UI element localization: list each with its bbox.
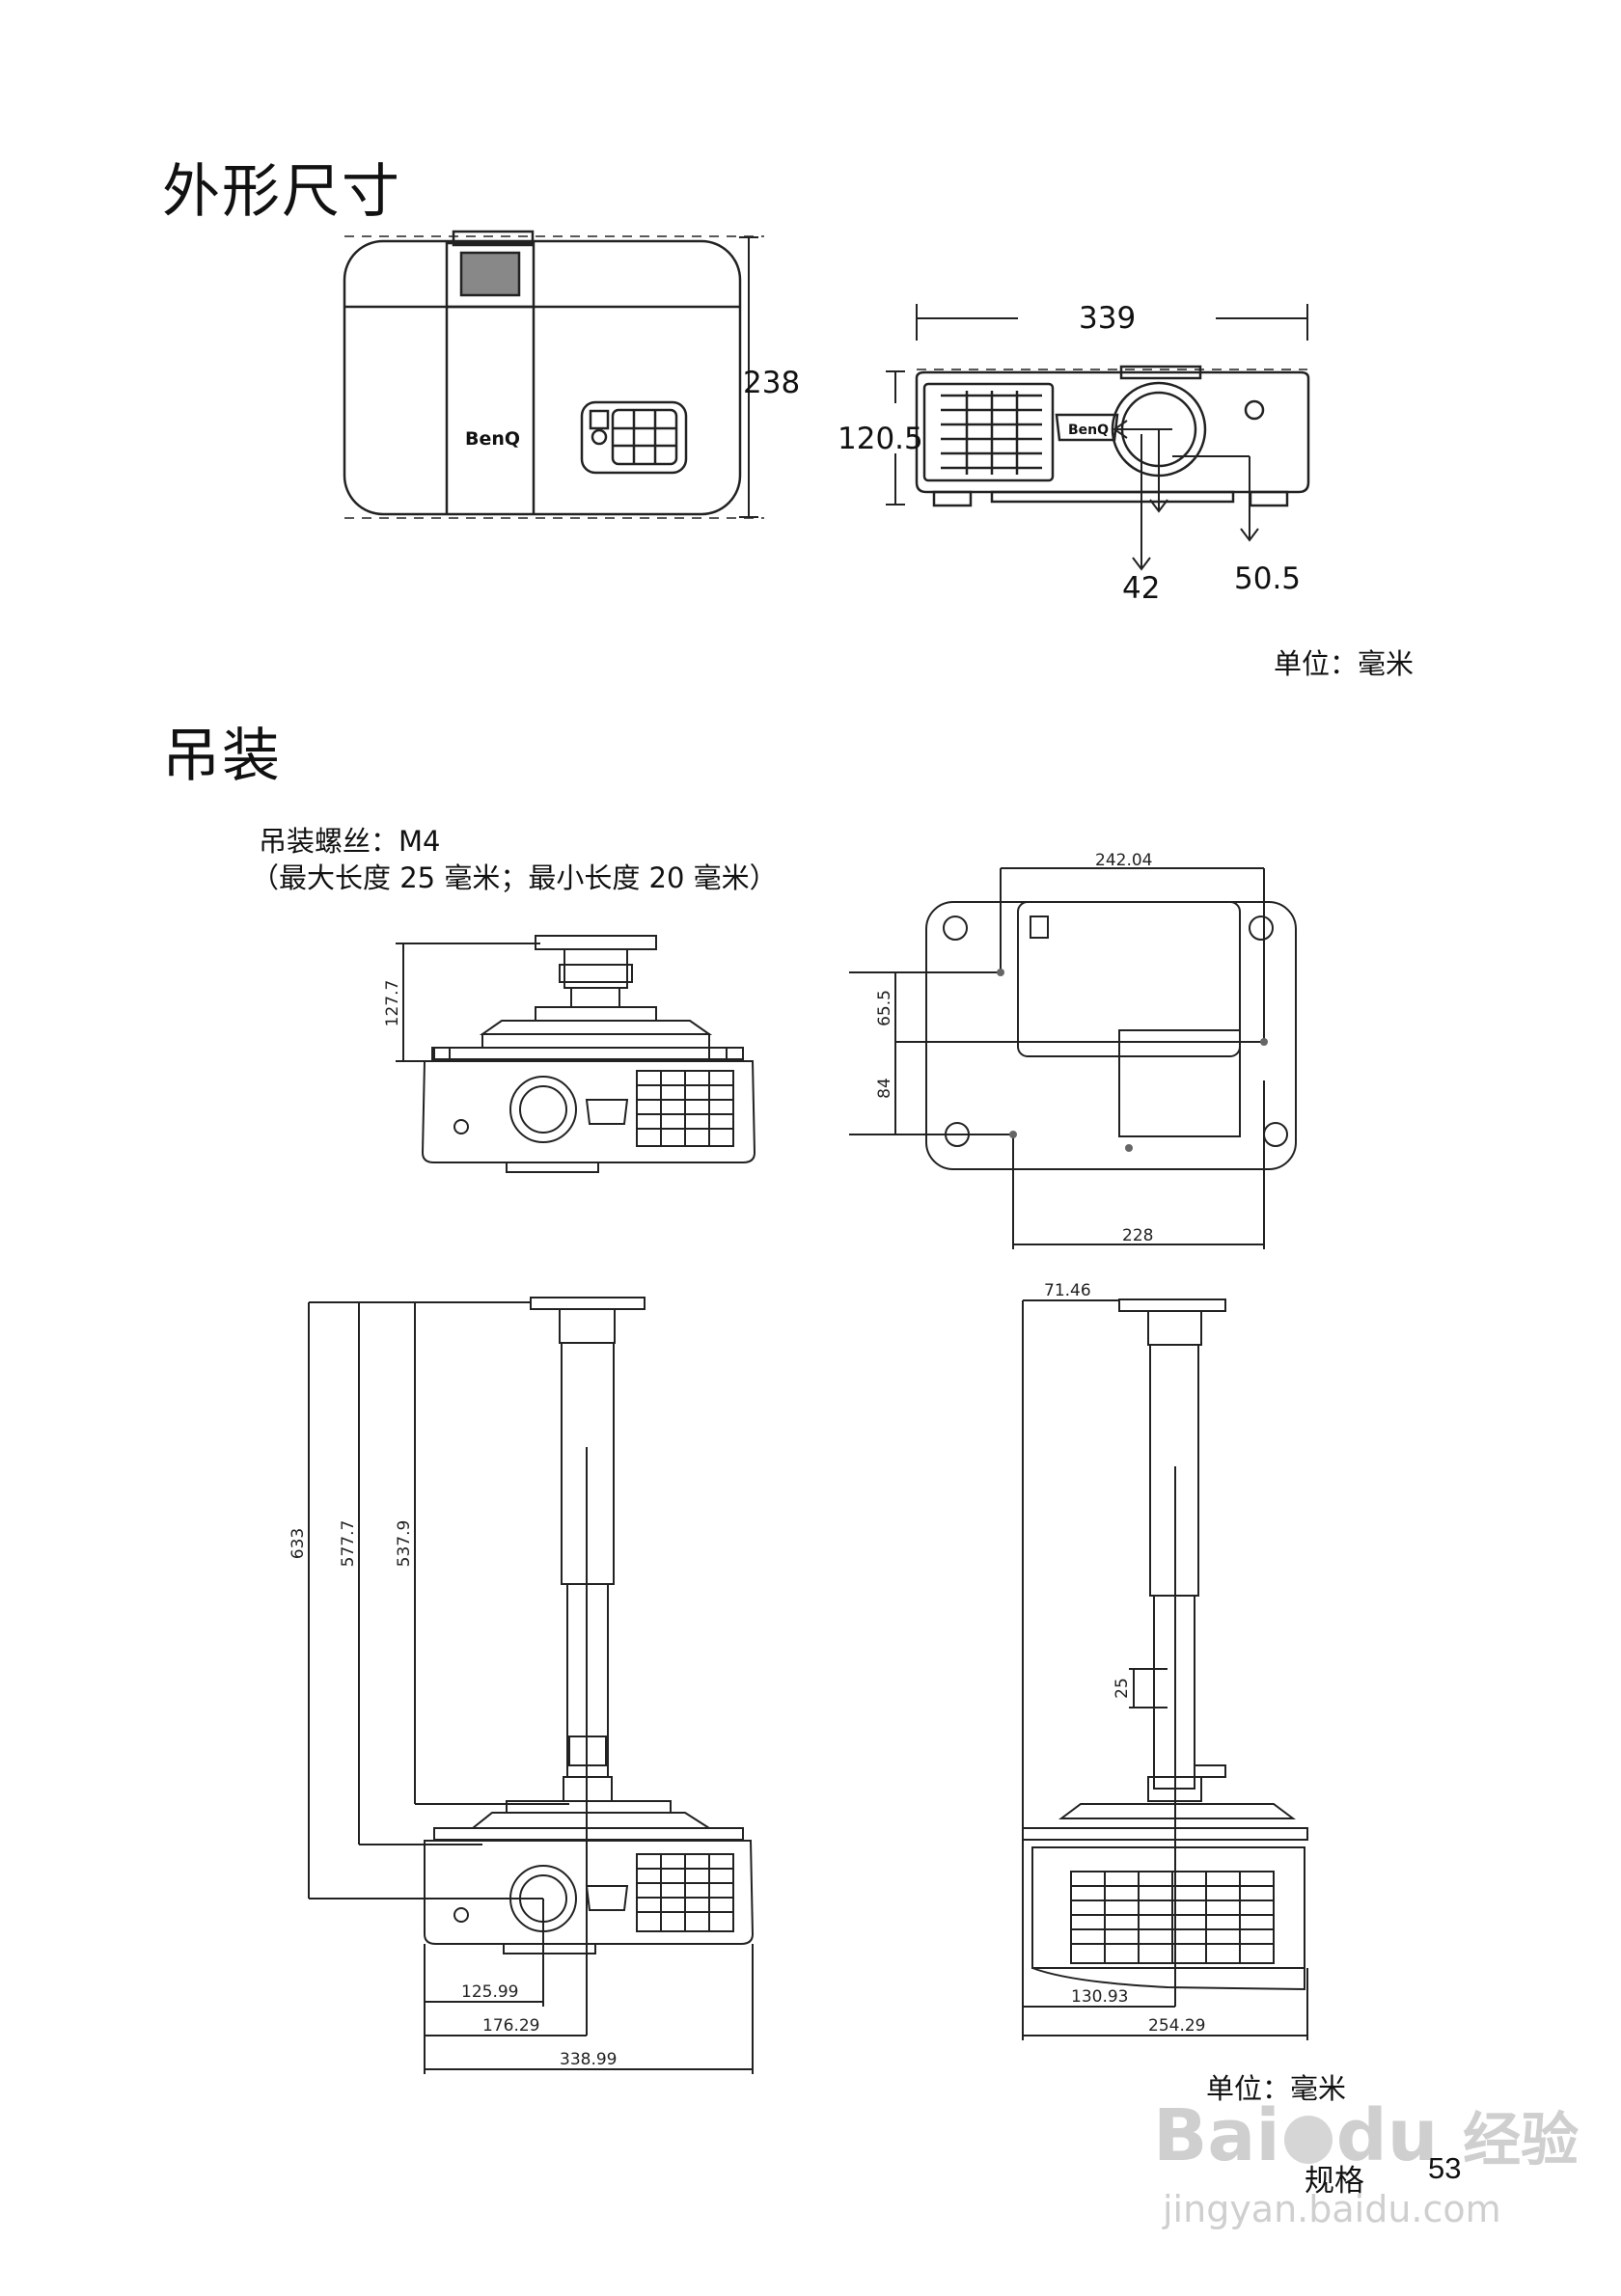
top-view-depth-label: 238	[743, 366, 800, 400]
front-view-width-label: 339	[1079, 301, 1136, 336]
full-front-w2-label: 176.29	[482, 2016, 539, 2036]
full-front-h1-label: 633	[288, 1528, 308, 1559]
screw-spec-line2: （最大长度 25 毫米；最小长度 20 毫米）	[251, 861, 778, 894]
paw-icon	[1283, 2116, 1333, 2165]
side-step-label: 25	[1113, 1678, 1132, 1699]
section-title-dimensions: 外形尺寸	[162, 158, 401, 226]
watermark-url: jingyan.baidu.com	[1163, 2188, 1501, 2230]
bottom-width-label: 228	[1122, 1226, 1153, 1245]
watermark-brand-bai: Bai	[1153, 2094, 1280, 2177]
full-front-h3-label: 537.9	[395, 1520, 414, 1568]
watermark-brand-cn: 经验	[1463, 2107, 1580, 2174]
full-front-h2-label: 577.7	[339, 1520, 358, 1568]
full-front-w1-label: 125.99	[461, 1982, 518, 2002]
full-front-w3-label: 338.99	[560, 2050, 617, 2069]
side-top-label: 71.46	[1044, 1281, 1091, 1300]
front-view-logo: BenQ	[1068, 423, 1109, 438]
unit-note-dimensions: 单位：毫米	[1274, 647, 1415, 680]
lens-offset-horizontal-label: 50.5	[1234, 561, 1301, 596]
front-view-height-label: 120.5	[838, 422, 923, 456]
screw-spec-line1: 吊装螺丝：M4	[259, 825, 441, 858]
unit-note-mount: 单位：毫米	[1206, 2072, 1347, 2105]
section-title-ceiling-mount: 吊装	[162, 723, 282, 790]
page-number: 53	[1428, 2151, 1462, 2185]
bottom-v2-label: 84	[875, 1078, 894, 1099]
bottom-v1-label: 65.5	[875, 990, 894, 1026]
footer-section-label: 规格	[1305, 2164, 1364, 2199]
watermark-brand-du: du	[1335, 2094, 1439, 2177]
side-w2-label: 254.29	[1148, 2016, 1205, 2036]
side-w1-label: 130.93	[1071, 1987, 1128, 2007]
lens-offset-vertical-label: 42	[1122, 571, 1160, 606]
mount-height-label: 127.7	[383, 980, 402, 1027]
bottom-top-width-label: 242.04	[1095, 851, 1152, 870]
top-view-logo: BenQ	[465, 428, 520, 450]
